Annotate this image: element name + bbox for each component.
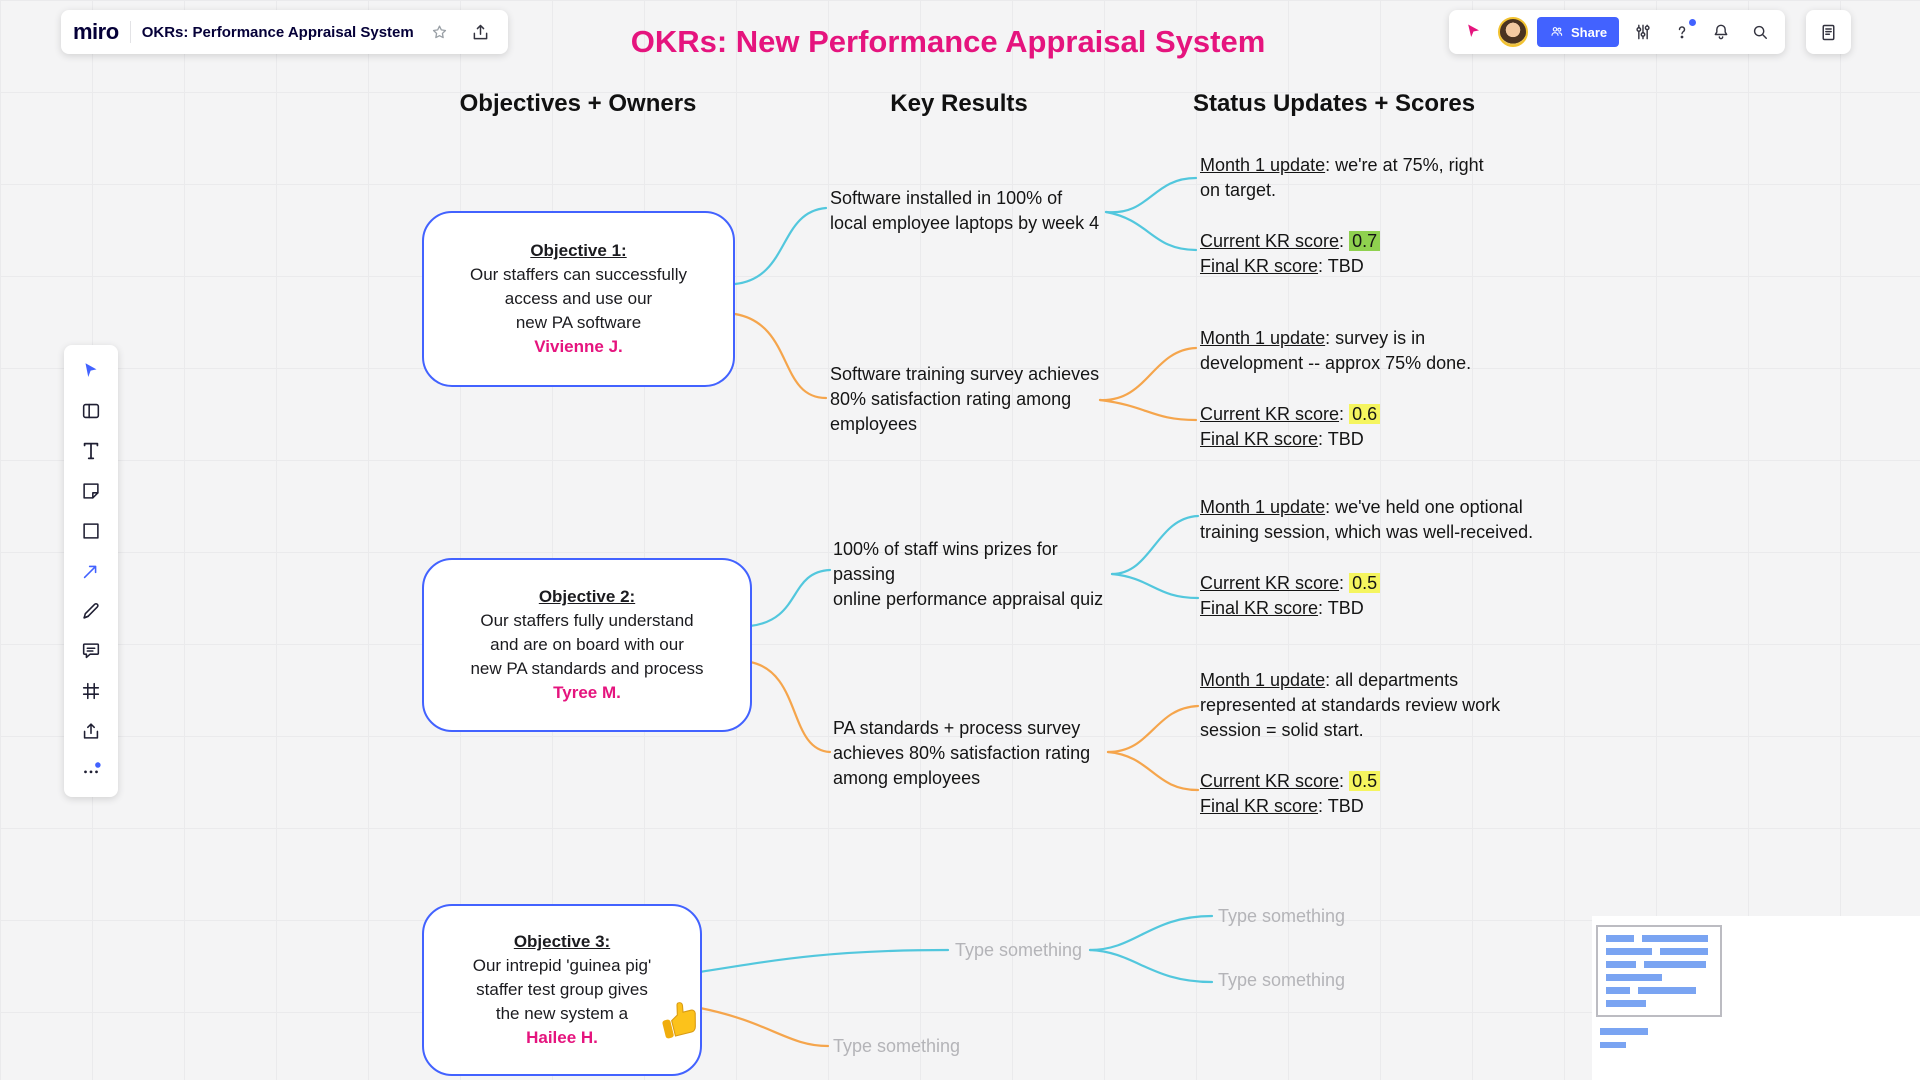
notes-icon[interactable]	[1814, 17, 1844, 47]
placeholder-text[interactable]: Type something	[1218, 970, 1346, 990]
text-tool-icon[interactable]	[64, 431, 118, 471]
help-icon[interactable]	[1667, 17, 1698, 47]
arrow-tool-icon[interactable]	[64, 551, 118, 591]
final-kr-score: Final KR score: TBD	[1200, 796, 1364, 816]
key-result-text[interactable]: 100% of staff wins prizes for passing on…	[833, 539, 1104, 609]
objective-owner: Tyree M.	[553, 683, 621, 702]
month-update: Month 1 update: we're at 75%, right on t…	[1200, 155, 1484, 200]
board-title[interactable]: OKRs: Performance Appraisal System	[141, 23, 414, 41]
objective-card-3[interactable]: Objective 3: Our intrepid 'guinea pig' s…	[422, 904, 702, 1076]
objective-heading: Objective 1:	[530, 241, 627, 260]
top-right-controls: Share	[1449, 10, 1786, 54]
month-update: Month 1 update: survey is in development…	[1200, 328, 1472, 373]
avatar[interactable]	[1498, 17, 1528, 47]
share-label: Share	[1571, 24, 1608, 40]
frame-preview-bar	[1600, 1042, 1626, 1048]
notification-badge	[1688, 18, 1698, 27]
status-update-block[interactable]: Month 1 update: all departments represen…	[1200, 668, 1550, 819]
notifications-bell-icon[interactable]	[1706, 17, 1736, 47]
final-kr-score: Final KR score: TBD	[1200, 598, 1364, 618]
sticky-note-tool-icon[interactable]	[64, 471, 118, 511]
objective-card-1[interactable]: Objective 1: Our staffers can successful…	[422, 211, 735, 387]
key-result-text[interactable]: Software installed in 100% of local empl…	[830, 188, 1100, 233]
score-highlight: 0.5	[1349, 573, 1381, 593]
board-heading[interactable]: OKRs: New Performance Appraisal System	[630, 24, 1266, 59]
objective-body: Our staffers fully understand and are on…	[470, 611, 704, 678]
comment-tool-icon[interactable]	[64, 631, 118, 671]
current-kr-score: Current KR score: 0.6	[1200, 402, 1550, 427]
select-tool-icon[interactable]	[64, 351, 118, 391]
objective-owner: Vivienne J.	[534, 337, 623, 356]
frame-preview-table	[1596, 925, 1722, 1017]
divider	[129, 21, 131, 43]
month-update: Month 1 update: we've held one optional …	[1200, 497, 1534, 542]
export-icon[interactable]	[466, 17, 496, 47]
objective-heading: Objective 3:	[513, 932, 611, 951]
current-kr-score: Current KR score: 0.5	[1200, 571, 1550, 596]
objective-heading: Objective 2:	[538, 587, 636, 606]
collaborator-cursor-icon[interactable]	[1459, 17, 1489, 47]
frame-preview[interactable]	[1592, 916, 1920, 1080]
column-header-objectives[interactable]: Objectives + Owners	[459, 90, 697, 117]
thumbs-up-emoji[interactable]	[658, 998, 702, 1042]
notes-panel-chip	[1806, 10, 1851, 54]
tool-palette	[64, 345, 118, 797]
placeholder-text[interactable]: Type something	[833, 1036, 961, 1056]
search-icon[interactable]	[1745, 17, 1775, 47]
more-tools-icon[interactable]	[64, 751, 118, 791]
settings-sliders-icon[interactable]	[1628, 17, 1658, 47]
final-kr-score: Final KR score: TBD	[1200, 256, 1364, 276]
current-kr-score: Current KR score: 0.7	[1200, 229, 1550, 254]
share-button[interactable]: Share	[1537, 17, 1620, 47]
column-header-status[interactable]: Status Updates + Scores	[1192, 90, 1476, 117]
status-update-block[interactable]: Month 1 update: we've held one optional …	[1200, 495, 1550, 621]
pen-tool-icon[interactable]	[64, 591, 118, 631]
star-icon[interactable]	[425, 17, 455, 47]
score-highlight: 0.5	[1349, 771, 1381, 791]
month-update: Month 1 update: all departments represen…	[1200, 670, 1501, 740]
status-update-block[interactable]: Month 1 update: survey is in development…	[1200, 326, 1550, 452]
frame-tool-icon[interactable]	[64, 671, 118, 711]
final-kr-score: Final KR score: TBD	[1200, 429, 1364, 449]
miro-logo: miro	[73, 19, 119, 44]
templates-tool-icon[interactable]	[64, 391, 118, 431]
placeholder-text[interactable]: Type something	[1218, 906, 1346, 926]
column-header-key-results[interactable]: Key Results	[890, 90, 1028, 117]
objective-card-2[interactable]: Objective 2: Our staffers fully understa…	[422, 558, 752, 732]
objective-owner: Hailee H.	[526, 1028, 598, 1047]
score-highlight: 0.7	[1349, 231, 1381, 251]
upload-tool-icon[interactable]	[64, 711, 118, 751]
board-header-chip: miro OKRs: Performance Appraisal System	[61, 10, 508, 54]
frame-preview-bar	[1600, 1028, 1648, 1035]
placeholder-text[interactable]: Type something	[955, 940, 1083, 960]
current-kr-score: Current KR score: 0.5	[1200, 769, 1550, 794]
objective-body: Our staffers can successfully access and…	[470, 265, 687, 332]
key-result-text[interactable]: PA standards + process survey achieves 8…	[833, 718, 1091, 788]
status-update-block[interactable]: Month 1 update: we're at 75%, right on t…	[1200, 153, 1550, 279]
objective-body: Our intrepid 'guinea pig' staffer test g…	[472, 956, 652, 1023]
shape-tool-icon[interactable]	[64, 511, 118, 551]
score-highlight: 0.6	[1349, 404, 1381, 424]
key-result-text[interactable]: Software training survey achieves 80% sa…	[830, 364, 1100, 434]
